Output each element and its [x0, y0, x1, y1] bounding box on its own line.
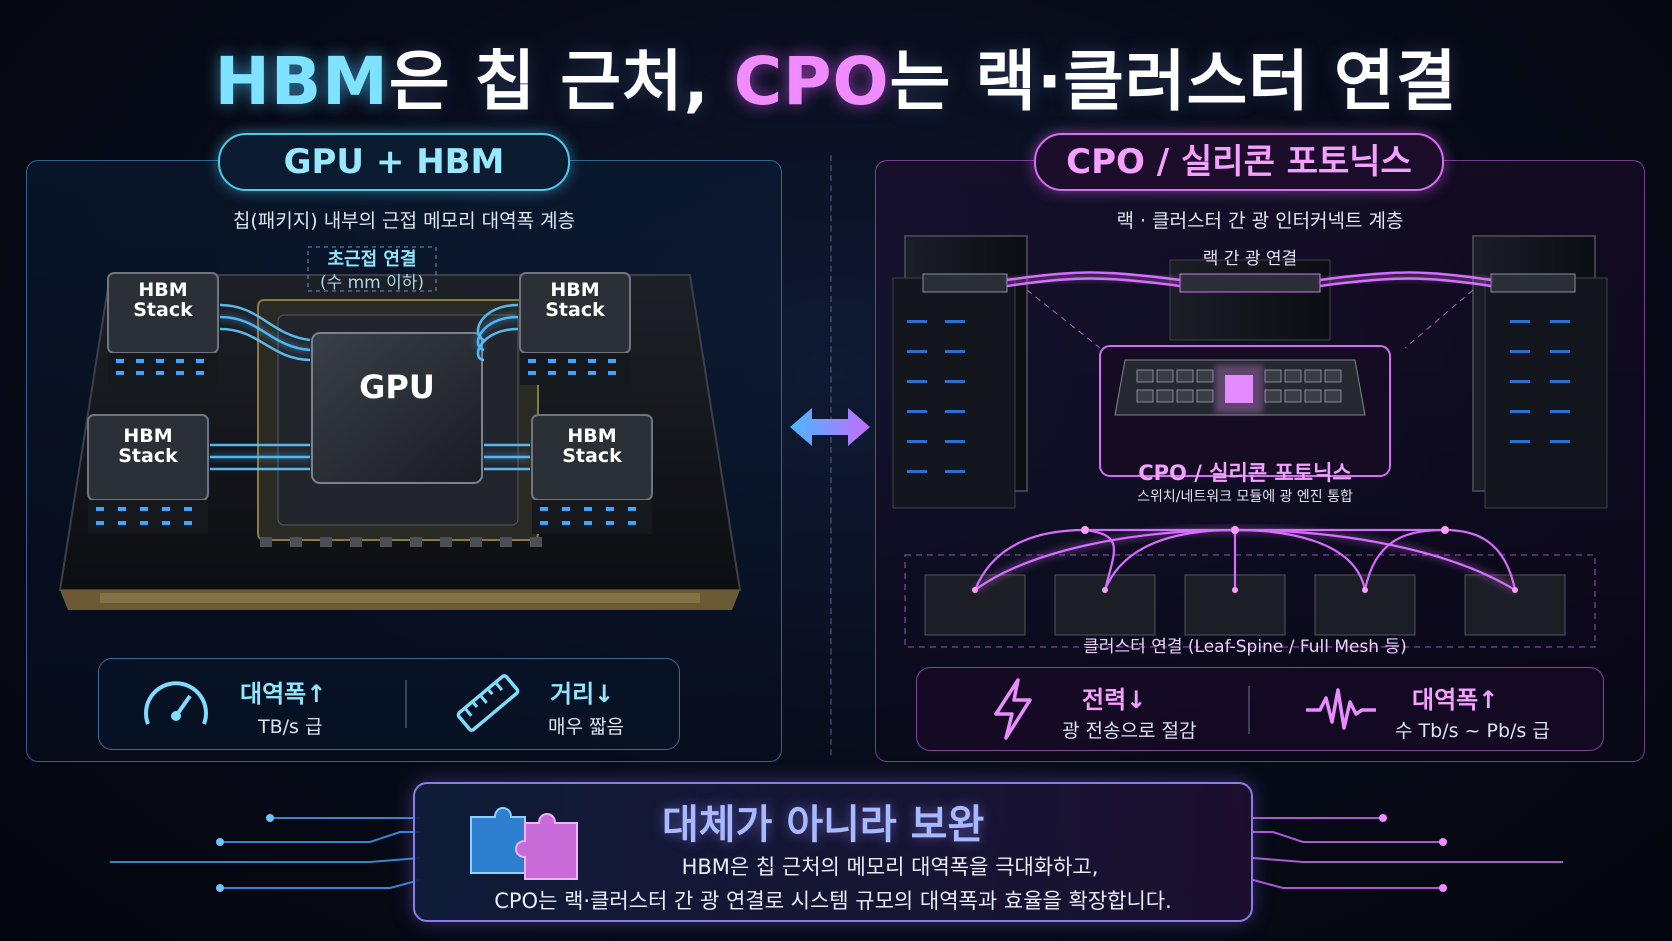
datacenter-illustration: [892, 235, 1608, 648]
module-title: CPO / 실리콘 포토닉스: [1138, 461, 1352, 485]
hbm-line1: HBM: [567, 425, 617, 447]
stat-power-title: 전력↓: [1082, 686, 1147, 714]
hbm-line1: HBM: [138, 279, 188, 301]
hbm-line1: HBM: [550, 279, 600, 301]
cpo-subtitle: 랙 · 클러스터 간 광 인터커넥트 계층: [1116, 210, 1404, 232]
cpo-heading: CPO / 실리콘 포토닉스: [1034, 133, 1444, 191]
rack-link-label: 랙 간 광 연결: [1202, 249, 1298, 269]
hbm-stack-tl: [107, 272, 219, 385]
gpu-hbm-subtitle: 칩(패키지) 내부의 근접 메모리 대역폭 계층: [232, 210, 576, 232]
hbm-stack-bl: [87, 414, 209, 534]
stat-bandwidth2-title: 대역폭↑: [1412, 686, 1499, 714]
ruler-icon: [456, 674, 520, 732]
module-subtitle: 스위치/네트워크 모듈에 광 엔진 통합: [1137, 489, 1353, 505]
hbm-stack-tr: [519, 272, 631, 385]
lightning-icon: [994, 678, 1032, 740]
cluster-label: 클러스터 연결 (Leaf-Spine / Full Mesh 등): [1083, 637, 1407, 657]
stat-divider: [405, 680, 407, 728]
gpu-hbm-heading: GPU + HBM: [218, 133, 570, 191]
title-text-1: 은 칩 근처,: [388, 43, 734, 120]
stat-distance-title: 거리↓: [550, 680, 615, 708]
page-title: HBM은 칩 근처, CPO는 랙·클러스터 연결: [0, 28, 1672, 124]
title-cpo: CPO: [733, 43, 890, 120]
banner-line-2: CPO는 랙·클러스터 간 광 연결로 시스템 규모의 대역폭과 효율을 확장합…: [494, 889, 1172, 913]
callout-title: 초근접 연결: [327, 249, 417, 270]
puzzle-icon: [470, 807, 578, 880]
stat-bandwidth2-sub: 수 Tb/s ~ Pb/s 급: [1395, 720, 1550, 742]
gpu-hbm-stats: [98, 658, 680, 750]
hbm-line2: Stack: [118, 445, 178, 467]
hbm-stack-br: [531, 414, 653, 534]
banner-line-1: HBM은 칩 근처의 메모리 대역폭을 극대화하고,: [681, 855, 1099, 879]
panel-divider: [830, 155, 832, 755]
waveform-icon: [1306, 688, 1376, 730]
hbm-line1: HBM: [123, 425, 173, 447]
hbm-line2: Stack: [133, 299, 193, 321]
hbm-line2: Stack: [545, 299, 605, 321]
stat-power-sub: 광 전송으로 절감: [1062, 720, 1197, 742]
double-arrow-icon: [790, 408, 870, 446]
cpo-stats: [916, 667, 1604, 751]
title-text-2: 는 랙·클러스터 연결: [889, 43, 1458, 120]
stat-bandwidth-title: 대역폭↑: [240, 680, 327, 708]
stat-bandwidth-sub: TB/s 급: [258, 716, 323, 738]
gpu-label: GPU: [359, 368, 435, 406]
circuit-lines-right: [1253, 814, 1563, 892]
hbm-line2: Stack: [562, 445, 622, 467]
stat-divider: [1248, 686, 1250, 734]
banner-title: 대체가 아니라 보완: [662, 802, 985, 848]
callout-subtitle: (수 mm 이하): [319, 273, 425, 293]
gauge-icon: [144, 681, 208, 725]
gpu-package-illustration: [58, 246, 742, 610]
title-hbm: HBM: [214, 43, 389, 120]
circuit-lines-left: [110, 814, 420, 892]
stat-distance-sub: 매우 짧음: [548, 716, 624, 738]
